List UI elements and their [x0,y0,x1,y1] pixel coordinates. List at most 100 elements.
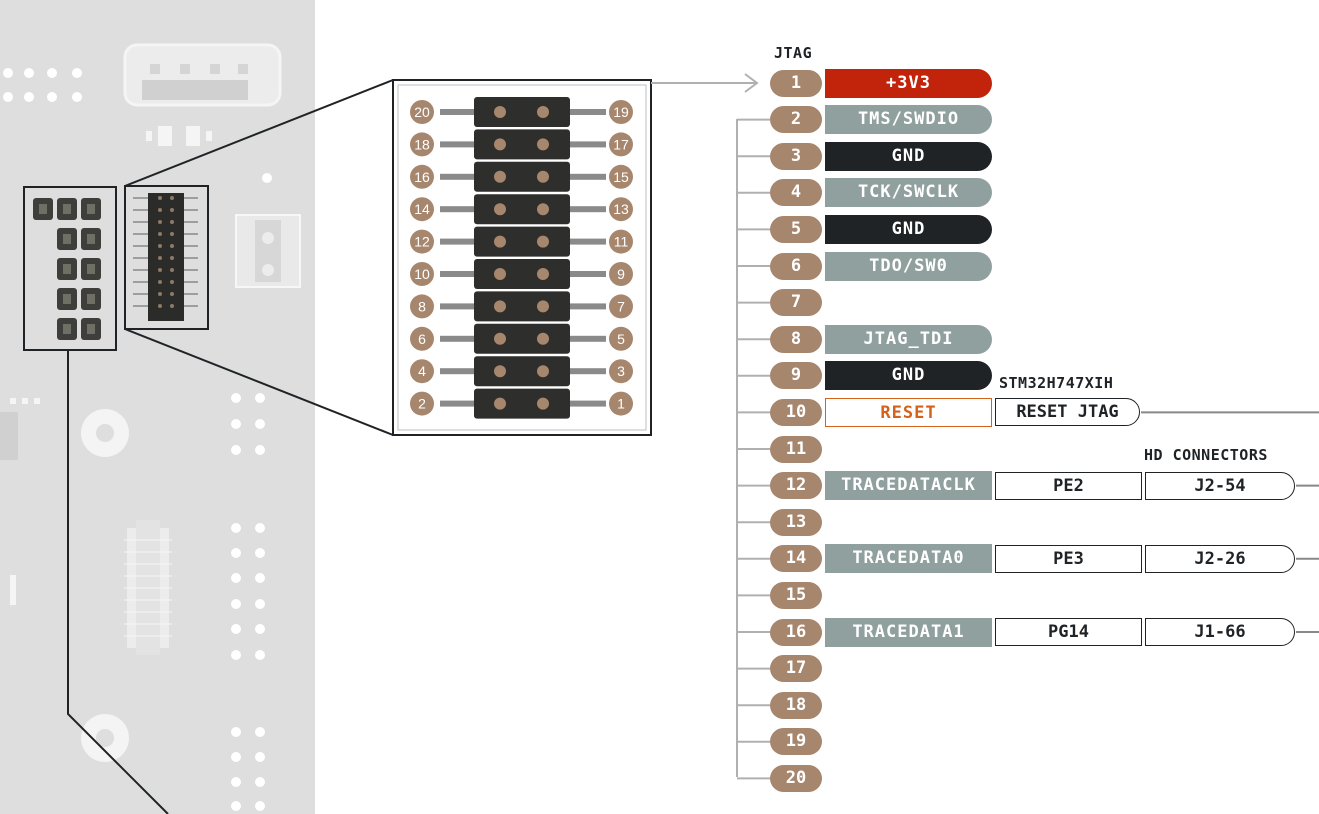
ribbon-connector-icon [124,520,172,655]
pin-number-4: 4 [770,179,822,207]
pin-number-9: 9 [770,362,822,390]
header-pin-label: 5 [617,331,625,347]
header-body-segment [474,194,570,225]
header-lead [440,173,476,180]
header-pin-badge [410,197,434,222]
pin-number-12: 12 [770,472,822,500]
header-pin-label: 6 [418,331,426,347]
header-body-segment [474,291,570,322]
pin-signal-16: TRACEDATA1 [825,617,992,647]
board-jtag-location-box [23,186,117,351]
mcu-pin-10: RESET JTAG [995,398,1140,427]
header-pin-badge [410,359,434,384]
header-pin-dot [494,138,506,151]
header-pin-label: 2 [418,396,426,412]
pin-number-13: 13 [770,508,822,536]
pin-signal-9: GND [825,361,992,391]
pin-signal-10: RESET [825,397,992,427]
header-pin-dot [494,268,506,280]
header-pin-label: 4 [418,363,426,379]
header-pin-badge [410,229,434,254]
header-pin-label: 14 [414,201,430,217]
header-pin-dot [537,106,549,118]
pin-number-19: 19 [770,728,822,756]
header-pin-badge [609,262,633,286]
header-lead [440,141,476,148]
header-body-segment [474,259,570,289]
mcu-pin-16: PG14 [995,618,1142,646]
hd-connector-pin-12: J2-54 [1145,471,1295,500]
header-pin-label: 17 [613,136,629,152]
pin-number-14: 14 [770,545,822,573]
hd-connector-pin-14: J2-26 [1145,544,1295,573]
header-pin-label: 9 [617,266,625,282]
header-lead [440,335,476,342]
header-lead [568,238,606,245]
header-pin-badge [410,262,434,286]
header-pin-label: 11 [614,234,629,250]
pin-number-20: 20 [770,764,822,792]
header-pin-badge [410,391,434,416]
header-pin-label: 18 [414,136,430,152]
header-pin-dot [537,203,549,216]
header-pin-badge [609,164,633,189]
usb-connector-icon [123,43,282,107]
header-lead [568,335,606,342]
header-lead [568,303,606,310]
pin-number-3: 3 [770,142,822,170]
header-pin-badge [609,229,633,254]
pin-signal-3: GND [825,141,992,171]
header-pin-badge [410,132,434,157]
pin-number-16: 16 [770,618,822,646]
header-body-segment [474,356,570,387]
header-pin-dot [494,365,506,378]
header-pin-badge [609,100,633,124]
header-pin-label: 3 [617,363,625,379]
pin-signal-12: TRACEDATACLK [825,471,992,501]
header-pin-badge [609,294,633,319]
callout-lines [67,79,394,814]
board-jtag-header-small [124,185,209,330]
header-body-segment [474,388,570,419]
pin-signal-6: TDO/SW0 [825,251,992,281]
header-pin-badge [609,326,633,351]
pin-signal-2: TMS/SWDIO [825,105,992,135]
header-pin-label: 20 [414,104,430,120]
header-lead [568,141,606,148]
header-pin-dot [494,300,506,313]
header-pin-dot [537,365,549,378]
header-pin-dot [494,397,506,410]
header-pin-badge [609,359,633,384]
header-body-segment [474,323,570,354]
pin-number-7: 7 [770,289,822,317]
pin-number-1: 1 [770,69,822,97]
pin-signal-8: JTAG_TDI [825,324,992,354]
header-pin-badge [609,391,633,416]
header-pin-dot [494,170,506,183]
header-pin-badge [609,132,633,157]
pin-number-10: 10 [770,398,822,426]
header-pin-dot [494,332,506,345]
header-lead [568,400,606,407]
header-pin-label: 13 [613,201,629,217]
header-pin-dot [537,268,549,280]
header-pin-label: 19 [613,104,629,120]
header-pin-badge [410,294,434,319]
header-lead [568,206,606,213]
header-pin-badge [609,197,633,222]
hd-connector-pin-16: J1-66 [1145,618,1295,646]
pin-number-17: 17 [770,655,822,683]
header-pin-label: 12 [414,234,430,250]
mcu-pin-14: PE3 [995,544,1142,573]
pin-number-5: 5 [770,215,822,243]
header-pin-label: 10 [414,266,430,282]
pin-number-8: 8 [770,325,822,353]
header-lead [440,303,476,310]
header-body-segment [474,161,570,192]
hd-connectors-heading: HD CONNECTORS [1144,446,1268,464]
header-lead [440,368,476,375]
pin-number-18: 18 [770,691,822,719]
header-pin-label: 16 [414,169,430,185]
